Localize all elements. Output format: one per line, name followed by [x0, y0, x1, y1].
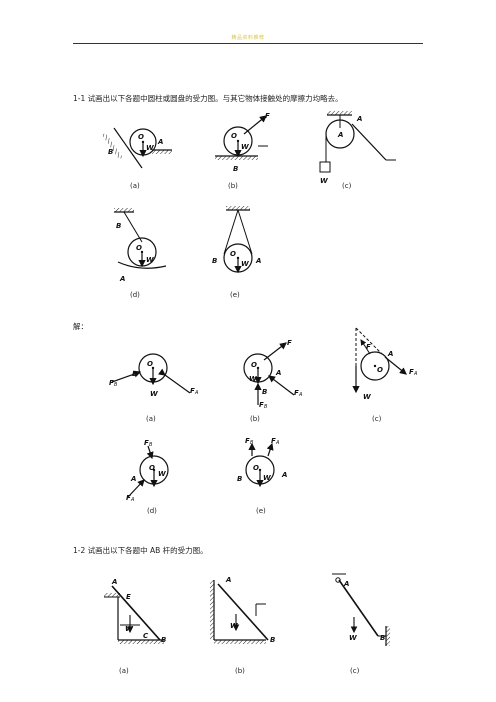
sol-e-label-W: W [263, 474, 271, 482]
page-header-text: 精品资料推荐 [231, 35, 265, 41]
fig-1-2-b: A W B (b) [210, 576, 275, 675]
sol-a-label-FB-sub: B [114, 382, 118, 388]
sol-b-label-O: O [251, 361, 257, 369]
fig-c-label-W: W [320, 177, 328, 185]
header-rule [73, 43, 423, 44]
fig-1-2-a: A E W C B (a) [104, 578, 166, 675]
sol-c-label-FA-sub: A [413, 371, 418, 377]
sol-e-label-FA: F [271, 437, 276, 445]
fig-c-label-A: A [356, 115, 362, 123]
fig-e-label-O: O [230, 250, 236, 258]
fig-a-label-O: O [138, 133, 144, 141]
sol-e-label-O: O [253, 464, 259, 472]
sol-a-label-W: W [150, 390, 158, 398]
fig-b-label-F: F [265, 112, 270, 120]
problem-1-title: 1-1 试画出以下各题中圆柱或圆盘的受力图。与其它物体接触处的摩擦力均略去。 [73, 94, 343, 103]
1-2c-label-W: W [349, 634, 357, 642]
fig-d-label-O: O [136, 244, 142, 252]
sol-c: F A O W F A (c) [352, 327, 418, 423]
sol-e: F B F A O W B A (e) [237, 437, 287, 515]
fig-a-label-B: B [108, 148, 113, 156]
sol-a: O B W F B F A (a) [109, 353, 199, 423]
1-2a-label-A: A [111, 578, 117, 586]
sol-b-label-FA: F [294, 389, 299, 397]
sol-c-label-A: A [387, 350, 393, 358]
sol-c-label-O: O [377, 366, 383, 374]
fig-1-1-c: A A W (c) [319, 111, 396, 190]
sol-d-label-A: A [130, 475, 136, 483]
sol-c-caption: (c) [372, 415, 382, 423]
fig-c-caption: (c) [342, 182, 352, 190]
1-2a-label-W: W [125, 625, 133, 633]
sol-b-label-W: W [249, 375, 257, 383]
sol-b-label-A: A [275, 369, 281, 377]
sol-b-label-FB: F [259, 401, 264, 409]
fig-e-caption: (e) [230, 291, 240, 299]
sol-b-caption: (b) [250, 415, 260, 423]
1-2a-caption: (a) [119, 667, 129, 675]
1-2a-label-E: E [126, 593, 131, 601]
fig-b-label-B: B [233, 165, 238, 173]
sol-a-label-O: O [147, 360, 153, 368]
sol-d-label-FA: F [126, 494, 131, 502]
fig-d-label-B: B [116, 222, 121, 230]
sol-c-label-F: F [366, 343, 371, 351]
sol-a-label-FA: F [190, 387, 195, 395]
1-2c-caption: (c) [350, 667, 360, 675]
1-2c-label-B: B [380, 634, 385, 642]
sol-c-label-FA: F [409, 368, 414, 376]
fig-a-caption: (a) [130, 182, 140, 190]
sol-e-caption: (e) [256, 507, 266, 515]
sol-e-label-A: A [281, 471, 287, 479]
fig-b-label-W: W [241, 143, 249, 151]
sol-d-label-FB-sub: B [149, 442, 153, 448]
fig-b-label-O: O [231, 132, 237, 140]
sol-d-label-W: W [158, 470, 166, 478]
fig-e-label-W: W [241, 260, 249, 268]
sol-b-label-FA-sub: A [298, 392, 303, 398]
fig-e-label-B: B [212, 257, 217, 265]
fig-1-1-e: O W B A (e) [212, 206, 261, 299]
fig-c-label-A-center: A [337, 131, 343, 139]
sol-e-label-FB: F [245, 437, 250, 445]
fig-b-caption: (b) [228, 182, 238, 190]
solution-label: 解： [73, 322, 88, 331]
sol-d-label-FA-sub: A [130, 497, 135, 503]
sol-b-label-F: F [287, 339, 292, 347]
1-2a-label-C: C [143, 632, 149, 640]
sol-d: F B O W A F A (d) [126, 439, 169, 515]
sol-e-label-FB-sub: B [250, 440, 254, 446]
fig-a-label-A: A [157, 138, 163, 146]
fig-1-1-d: B O W A (d) [114, 208, 167, 299]
1-2c-label-A: A [343, 580, 349, 588]
sol-e-label-B: B [237, 475, 242, 483]
sol-a-caption: (a) [146, 415, 156, 423]
1-2b-label-W: W [230, 622, 238, 630]
sol-b-label-B: B [262, 388, 267, 396]
fig-e-label-A: A [255, 257, 261, 265]
1-2b-caption: (b) [235, 667, 245, 675]
sol-b-label-FB-sub: B [264, 404, 268, 410]
fig-1-2-c: A W B (c) [332, 573, 390, 675]
sol-a-label-FB: F [109, 379, 114, 387]
sol-e-label-FA-sub: A [275, 440, 280, 446]
fig-1-1-a: O W A B (a) [102, 127, 172, 190]
sol-c-label-W: W [363, 393, 371, 401]
1-2b-label-B: B [270, 636, 275, 644]
sol-b: O W F A B F B F A (b) [243, 339, 303, 423]
problem-2-title: 1-2 试画出以下各题中 AB 杆的受力图。 [73, 546, 208, 555]
sol-a-label-B: B [132, 370, 137, 378]
1-2b-label-A: A [225, 576, 231, 584]
fig-a-label-W: W [146, 144, 154, 152]
fig-d-label-W: W [146, 256, 154, 264]
1-2a-label-B: B [161, 636, 166, 644]
fig-1-1-b: O W F B (b) [215, 112, 270, 190]
sol-d-label-O: O [149, 464, 155, 472]
sol-d-label-FB: F [144, 439, 149, 447]
sol-d-caption: (d) [147, 507, 157, 515]
sol-a-label-FA-sub: A [194, 390, 199, 396]
fig-d-caption: (d) [130, 291, 140, 299]
fig-d-label-A: A [119, 275, 125, 283]
